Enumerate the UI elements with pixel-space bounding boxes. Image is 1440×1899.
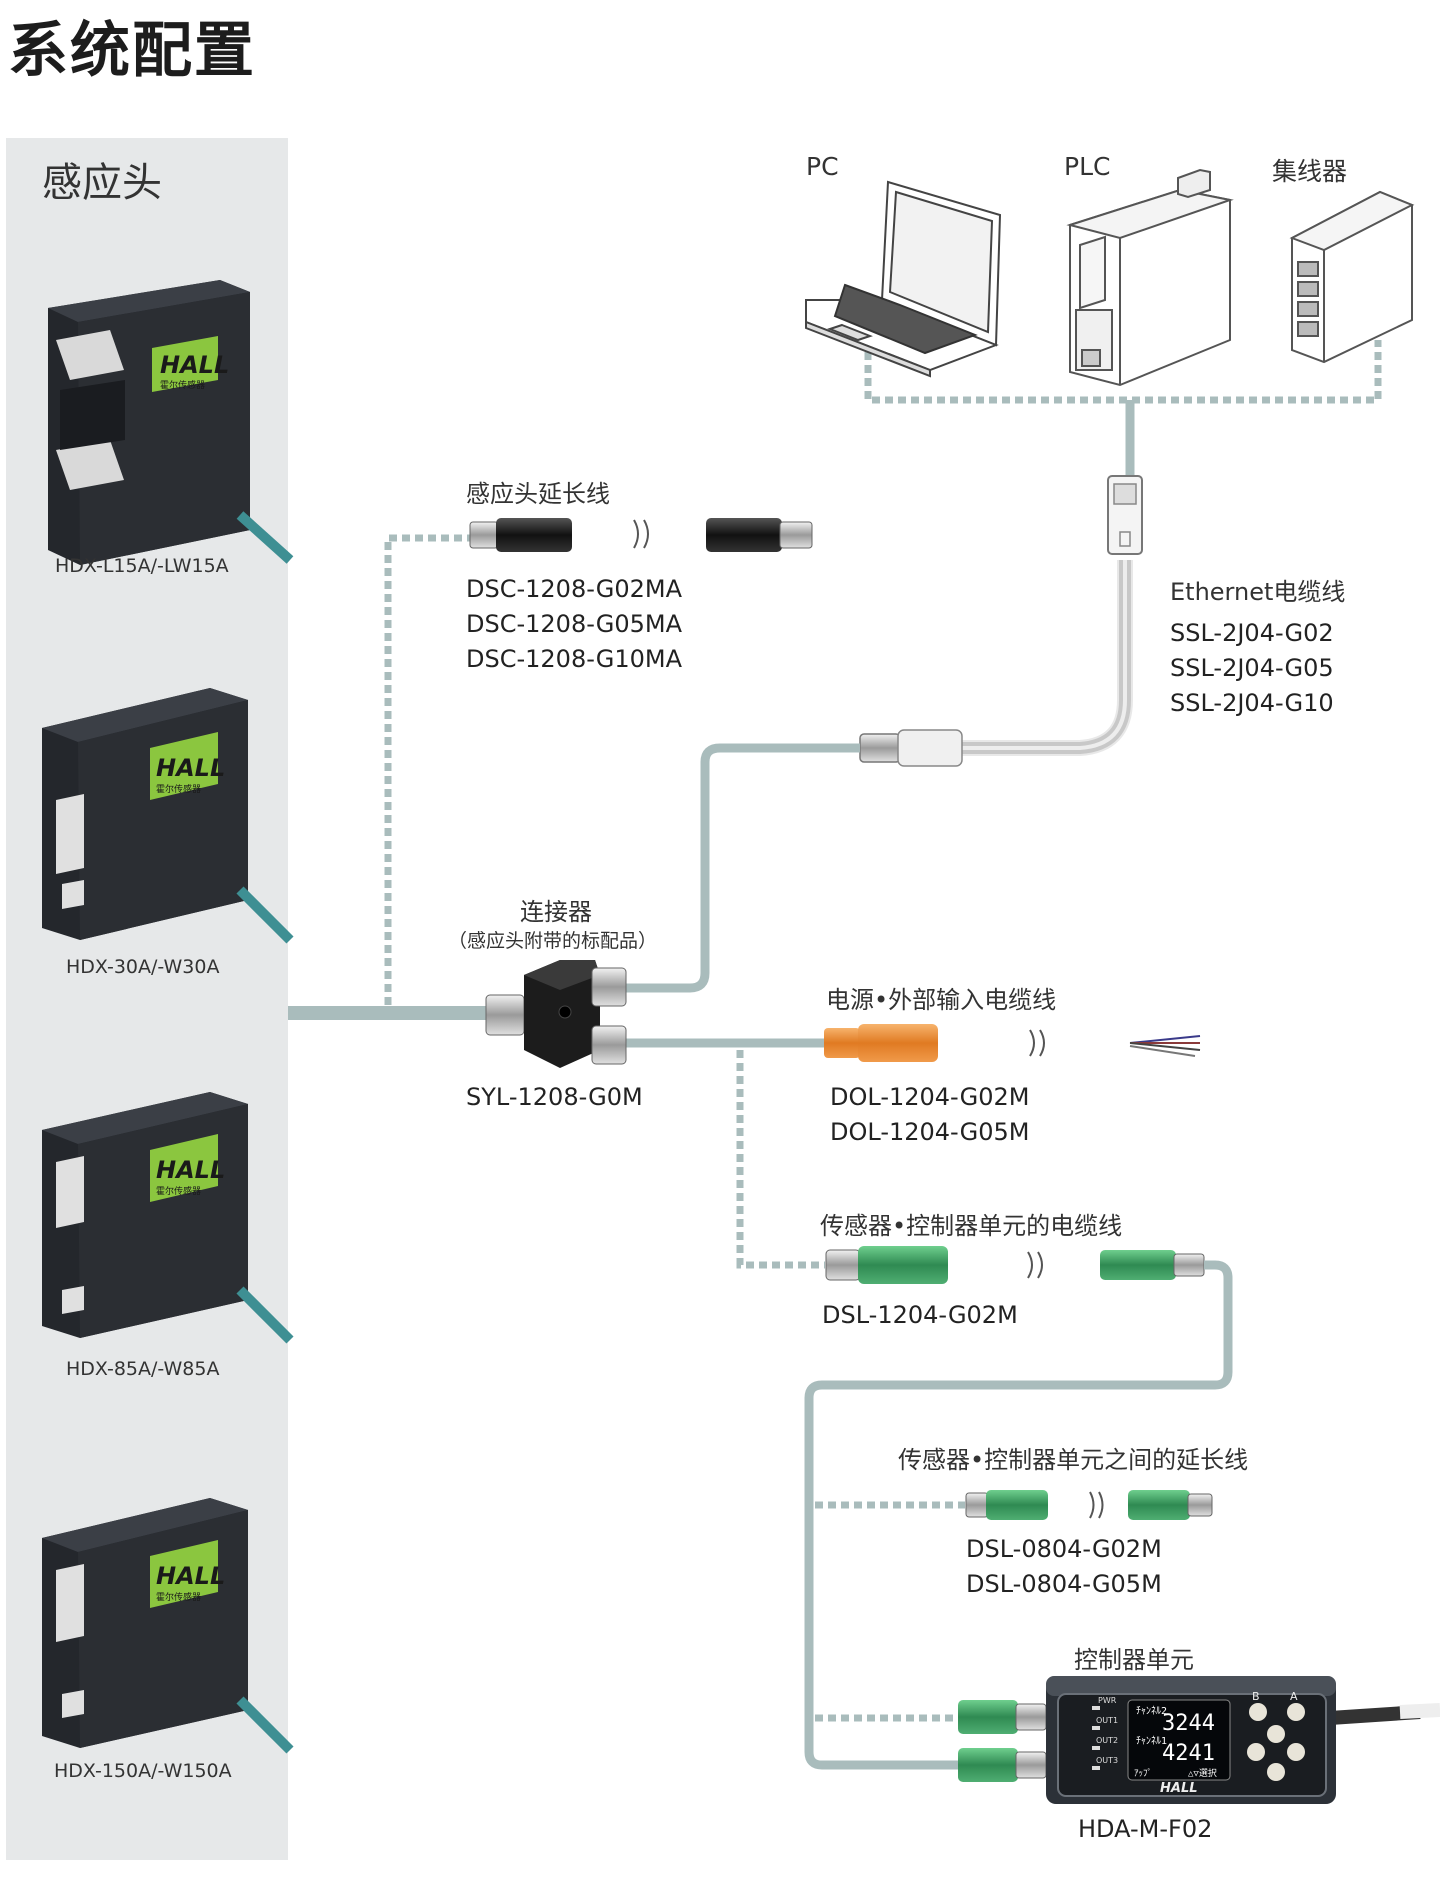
button-b-label: B bbox=[1252, 1690, 1260, 1703]
power-part-2: DOL-1204-G05M bbox=[830, 1118, 1030, 1146]
controller-indicators: PWR OUT1 OUT2 OUT3 bbox=[1096, 1696, 1118, 1765]
sensor-hdx-30a bbox=[42, 688, 294, 944]
inter-extension-label: 传感器•控制器单元之间的延长线 bbox=[898, 1446, 1249, 1474]
pc-label: PC bbox=[806, 152, 839, 181]
sensor-logo-subtext: 霍尔传感器 bbox=[156, 1591, 201, 1603]
controller-screen: ﾁｬﾝﾈﾙ2 3244 ﾁｬﾝﾈﾙ1 4241 ｱｯﾌﾟ △▽選択 bbox=[1134, 1705, 1217, 1779]
sensor-controller-cable bbox=[825, 1246, 1205, 1284]
controller-part: HDA-M-F02 bbox=[1078, 1815, 1213, 1843]
screen-line2-label: ﾁｬﾝﾈﾙ1 bbox=[1136, 1735, 1167, 1747]
sensor-logo: HALL 霍尔传感器 bbox=[150, 1134, 225, 1202]
inter-extension-cable bbox=[965, 1490, 1213, 1520]
extension-path bbox=[384, 534, 470, 1005]
connector-label: 连接器 bbox=[520, 898, 592, 926]
sensor-logo: HALL 霍尔传感器 bbox=[150, 732, 225, 800]
indicator-out3: OUT3 bbox=[1096, 1756, 1118, 1765]
controller-unit bbox=[1046, 1676, 1336, 1804]
screen-line1-label: ﾁｬﾝﾈﾙ2 bbox=[1136, 1705, 1167, 1717]
power-cable-label: 电源•外部输入电缆线 bbox=[826, 986, 1057, 1014]
sensor-controller-part: DSL-1204-G02M bbox=[822, 1301, 1018, 1329]
pc-laptop bbox=[805, 180, 1002, 378]
network-bus bbox=[864, 340, 1382, 404]
sensor-hdx-85a bbox=[42, 1092, 294, 1344]
connector-note: （感应头附带的标配品） bbox=[448, 930, 658, 952]
extension-part-3: DSC-1208-G10MA bbox=[466, 645, 683, 673]
indicator-out2: OUT2 bbox=[1096, 1736, 1118, 1745]
hub-label: 集线器 bbox=[1272, 157, 1348, 186]
power-part-1: DOL-1204-G02M bbox=[830, 1083, 1030, 1111]
sensor-logo-text: HALL bbox=[160, 351, 229, 379]
indicator-pwr: PWR bbox=[1098, 1696, 1117, 1705]
sensor-model-label: HDX-L15A/-LW15A bbox=[55, 555, 229, 577]
sensor-logo-text: HALL bbox=[156, 754, 225, 782]
sensor-hdx-150a bbox=[42, 1498, 294, 1754]
cable-to-ethernet bbox=[622, 743, 860, 993]
screen-line2-value: 4241 bbox=[1162, 1741, 1215, 1766]
controller-input-connectors bbox=[958, 1700, 1047, 1782]
connector-part: SYL-1208-G0M bbox=[466, 1083, 643, 1111]
power-cable bbox=[824, 1024, 1201, 1062]
ethernet-part-3: SSL-2J04-G10 bbox=[1170, 689, 1334, 717]
sensor-logo-text: HALL bbox=[156, 1156, 225, 1184]
inter-extension-part-2: DSL-0804-G05M bbox=[966, 1570, 1162, 1598]
screen-footer-right: △▽選択 bbox=[1188, 1767, 1217, 1779]
sensor-controller-cable-label: 传感器•控制器单元的电缆线 bbox=[820, 1212, 1123, 1240]
ethernet-cable bbox=[859, 475, 1143, 767]
page-title: 系统配置 bbox=[8, 16, 256, 86]
sensor-logo-text: HALL bbox=[156, 1562, 225, 1590]
screen-footer-left: ｱｯﾌﾟ bbox=[1134, 1768, 1152, 1779]
cable-loop-to-controller bbox=[804, 1260, 1233, 1770]
sensor-hdx-l15a bbox=[48, 280, 294, 565]
indicator-out1: OUT1 bbox=[1096, 1716, 1118, 1725]
sensor-logo: HALL 霍尔传感器 bbox=[152, 336, 229, 392]
plc-device bbox=[1066, 168, 1234, 387]
sensor-model-label: HDX-30A/-W30A bbox=[66, 956, 220, 978]
sensor-logo-subtext: 霍尔传感器 bbox=[156, 783, 201, 795]
hub-device bbox=[1289, 190, 1415, 364]
extension-part-1: DSC-1208-G02MA bbox=[466, 575, 683, 603]
sensor-logo-subtext: 霍尔传感器 bbox=[160, 379, 205, 391]
sensor-panel-title: 感应头 bbox=[42, 160, 162, 206]
controller-logo: HALL bbox=[1160, 1781, 1198, 1796]
sensor-model-label: HDX-85A/-W85A bbox=[66, 1358, 220, 1380]
inter-extension-part-1: DSL-0804-G02M bbox=[966, 1535, 1162, 1563]
sensor-controller-path bbox=[736, 1050, 825, 1269]
sensor-logo-subtext: 霍尔传感器 bbox=[156, 1185, 201, 1197]
y-connector bbox=[485, 960, 627, 1068]
button-a-label: A bbox=[1290, 1690, 1298, 1703]
extension-cable-label: 感应头延长线 bbox=[466, 480, 610, 508]
screen-line1-value: 3244 bbox=[1162, 1711, 1215, 1736]
controller-label: 控制器单元 bbox=[1074, 1646, 1194, 1674]
extension-cable bbox=[469, 518, 813, 552]
extension-part-2: DSC-1208-G05MA bbox=[466, 610, 683, 638]
sensor-model-label: HDX-150A/-W150A bbox=[54, 1760, 232, 1782]
ethernet-part-1: SSL-2J04-G02 bbox=[1170, 619, 1334, 647]
ethernet-cable-label: Ethernet电缆线 bbox=[1170, 578, 1346, 606]
sensor-logo: HALL 霍尔传感器 bbox=[150, 1540, 225, 1608]
ethernet-part-2: SSL-2J04-G05 bbox=[1170, 654, 1334, 682]
plc-label: PLC bbox=[1064, 152, 1111, 181]
